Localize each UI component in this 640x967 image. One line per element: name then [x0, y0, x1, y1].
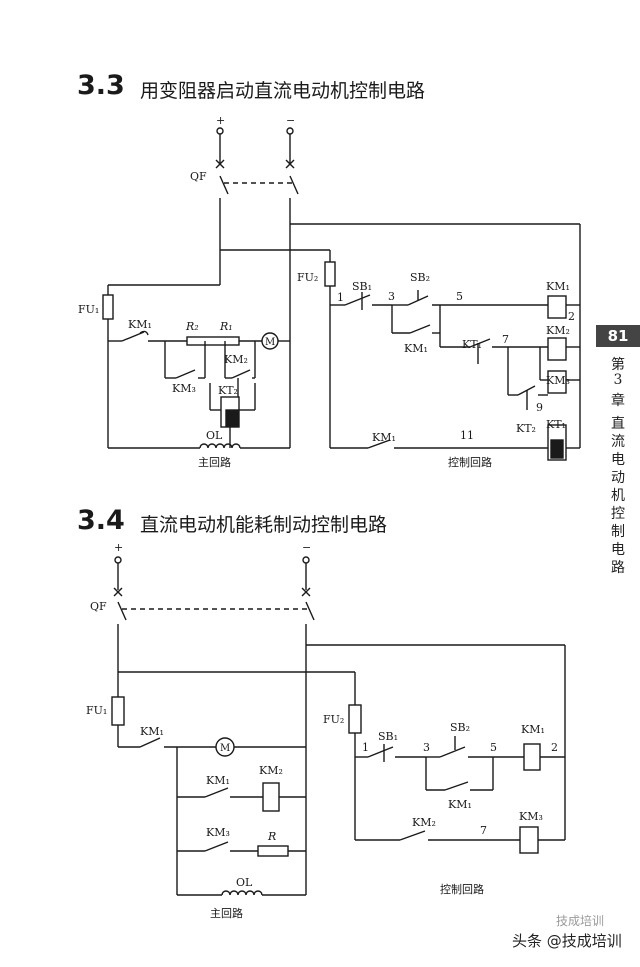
d1-node-11: 11	[460, 429, 474, 442]
d2-km2-coil-label: KM₂	[259, 764, 283, 777]
d1-node-2: 2	[568, 310, 575, 323]
d1-coil-km1-label: KM₁	[546, 280, 570, 293]
d2-km2-ctrl-label: KM₂	[412, 816, 436, 829]
d2-node-3: 3	[423, 741, 430, 754]
side-char: 3	[613, 372, 623, 388]
d1-sb1-label: SB₁	[352, 280, 372, 293]
d1-km1-main-label: KM₁	[128, 318, 152, 331]
page-number-tab: 81	[596, 325, 640, 347]
d2-ol-label: OL	[236, 876, 253, 889]
d2-qf-label: QF	[90, 600, 107, 613]
d1-qf-label: QF	[190, 170, 207, 183]
d1-main-circuit-label: 主回路	[198, 456, 231, 469]
d1-km2-main-label: KM₂	[224, 353, 248, 366]
section-number-3-4: 3.4	[77, 505, 125, 536]
side-char: 流	[611, 434, 625, 450]
d1-plus-label: +	[216, 114, 225, 127]
d1-kt1-contact-label: KT₁	[462, 338, 482, 351]
d2-r-label: R	[267, 830, 276, 843]
d1-kt2-main-label: KT₂	[218, 384, 238, 397]
side-char: 直	[611, 416, 625, 432]
d2-km1-b-label: KM₁	[206, 774, 230, 787]
side-char: 路	[611, 560, 625, 576]
side-char: 第	[611, 357, 625, 373]
side-char: 制	[611, 524, 625, 540]
d2-node-5: 5	[490, 741, 497, 754]
d1-r1-label: R₁	[219, 320, 233, 333]
d1-r2-label: R₂	[185, 320, 199, 333]
d1-coil-km2-label: KM₂	[546, 324, 570, 337]
side-char: 电	[611, 452, 625, 468]
d1-fu2-label: FU₂	[297, 271, 318, 284]
d1-node-9: 9	[536, 401, 543, 414]
d2-node-2: 2	[551, 741, 558, 754]
d2-coil-km3-label: KM₃	[519, 810, 543, 823]
d2-motor-label: M	[220, 743, 230, 754]
d1-sb2-label: SB₂	[410, 271, 430, 284]
side-char: 动	[611, 470, 625, 486]
d1-kt2-contact-label: KT₂	[516, 422, 536, 435]
d1-minus-label: −	[286, 114, 295, 127]
d1-coil-kt1-label: KT₁	[546, 418, 566, 431]
d1-km3-main-label: KM₃	[172, 382, 196, 395]
d2-km3-b-label: KM₃	[206, 826, 230, 839]
d2-sb1-label: SB₁	[378, 730, 398, 743]
section-number-3-3: 3.3	[77, 70, 125, 101]
d2-sb2-label: SB₂	[450, 721, 470, 734]
d2-node-7: 7	[480, 824, 487, 837]
d1-fu1-label: FU₁	[78, 303, 99, 316]
d2-coil-km1-label: KM₁	[521, 723, 545, 736]
d2-plus-label: +	[114, 541, 123, 554]
d1-node-7: 7	[502, 333, 509, 346]
section-title-3-4: 直流电动机能耗制动控制电路	[140, 514, 388, 536]
d1-node-3: 3	[388, 290, 395, 303]
side-char: 章	[611, 393, 625, 409]
d2-ctrl-circuit-label: 控制回路	[440, 882, 484, 896]
d1-motor-label: M	[265, 337, 275, 348]
section-title-3-3: 用变阻器启动直流电动机控制电路	[140, 80, 426, 102]
d2-km1-hold-label: KM₁	[448, 798, 472, 811]
d1-ctrl-circuit-label: 控制回路	[448, 455, 492, 469]
watermark-faint: 技成培训	[556, 914, 605, 928]
side-char: 控	[611, 506, 625, 522]
d1-ol-label: OL	[206, 429, 223, 442]
d1-coil-km3-label: KM₃	[546, 374, 570, 387]
d2-fu1-label: FU₁	[86, 704, 107, 717]
d2-node-1: 1	[362, 741, 369, 754]
d2-main-circuit-label: 主回路	[210, 907, 243, 920]
side-char: 电	[611, 542, 625, 558]
d1-km1-hold-label: KM₁	[404, 342, 428, 355]
d1-node-1: 1	[337, 291, 344, 304]
d2-minus-label: −	[302, 541, 311, 554]
d2-fu2-label: FU₂	[323, 713, 344, 726]
d1-node-5: 5	[456, 290, 463, 303]
d2-km1-main-label: KM₁	[140, 725, 164, 738]
watermark: 头条 @技成培训	[512, 932, 622, 950]
d1-km1-bottom-label: KM₁	[372, 431, 396, 444]
side-char: 机	[611, 488, 625, 504]
